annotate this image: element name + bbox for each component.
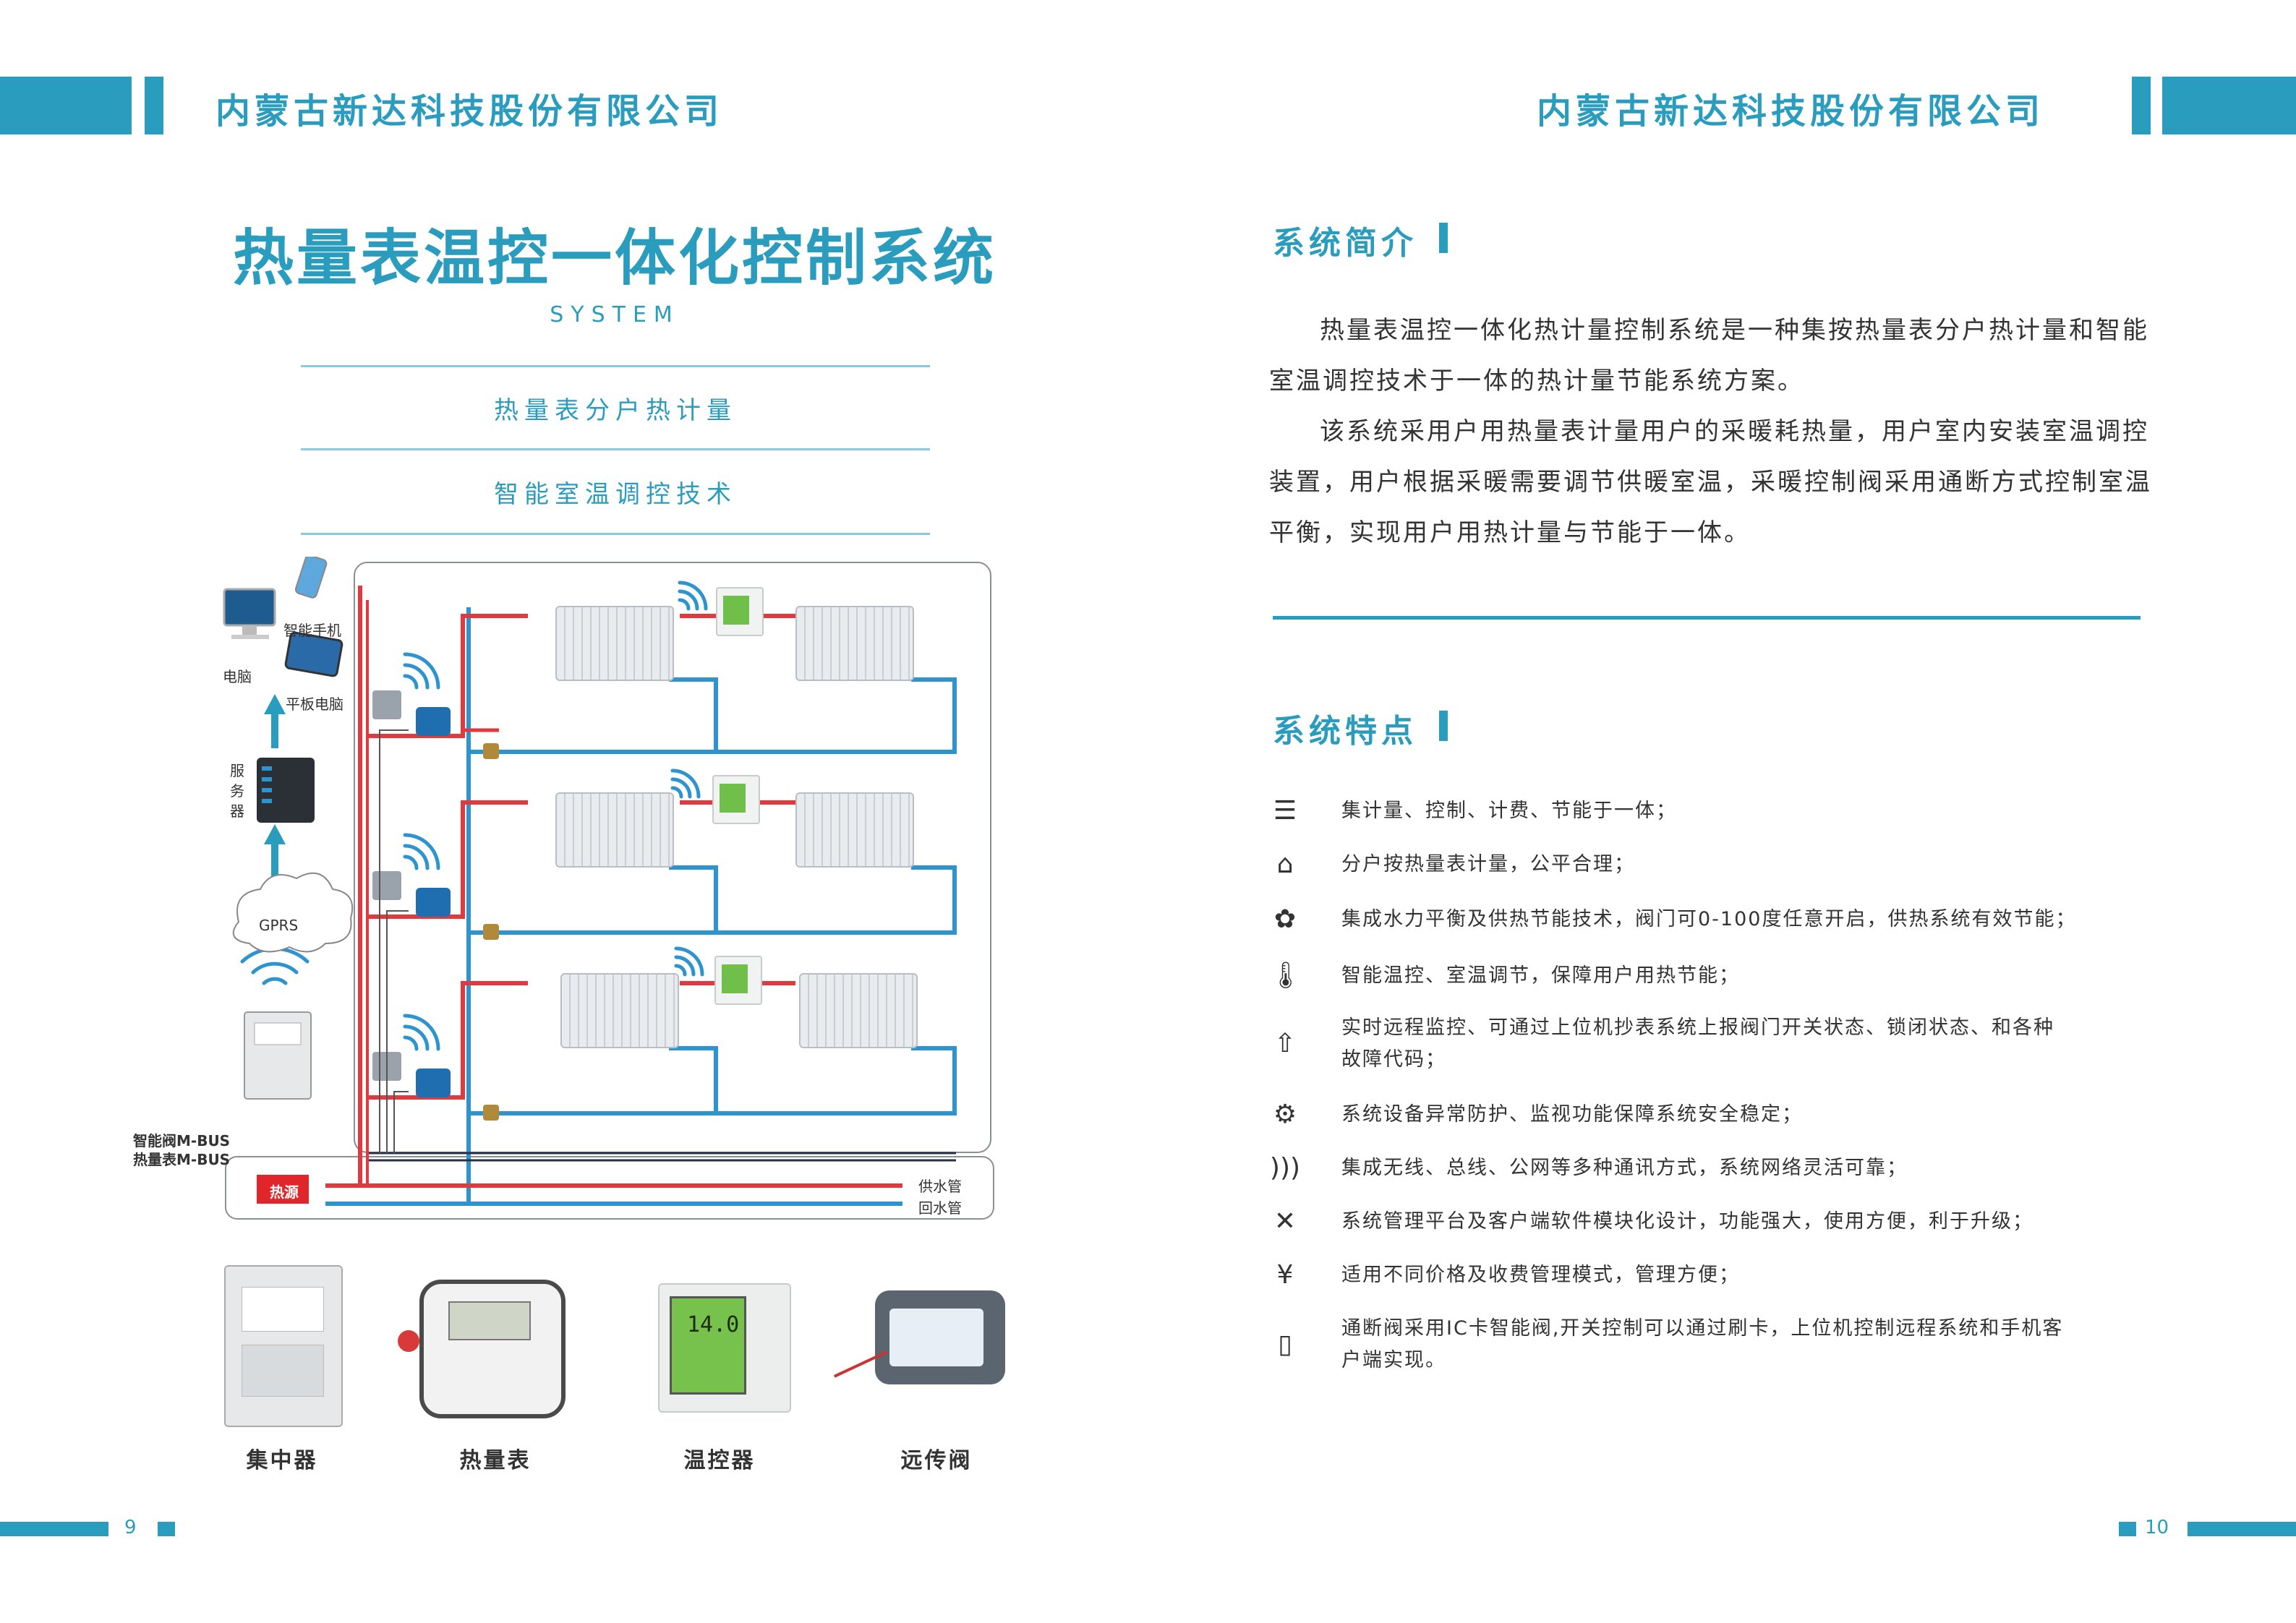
feature-text: 集计量、控制、计费、节能于一体； — [1341, 800, 1677, 822]
label-heat-source: 热源 — [270, 1183, 299, 1201]
footer-accent-right — [2119, 1522, 2136, 1536]
divider — [301, 533, 930, 535]
feature-text: 集成无线、总线、公网等多种通讯方式，系统网络灵活可靠； — [1341, 1157, 1908, 1179]
page-title: 热量表温控一体化控制系统 — [232, 223, 997, 294]
feature-text: 智能温控、室温调节，保障用户用热节能； — [1341, 964, 1740, 987]
product-label-remote-valve: 远传阀 — [900, 1448, 973, 1473]
tag-temp-control: 智能室温调控技术 — [494, 480, 737, 509]
radiator — [795, 606, 914, 681]
product-label-concentrator: 集中器 — [246, 1448, 318, 1473]
product-label-heat-meter: 热量表 — [459, 1448, 532, 1473]
section-divider — [1273, 616, 2141, 620]
upload-icon: ⇧ — [1273, 1029, 1297, 1058]
mobile-icon: ▯ — [1278, 1329, 1292, 1359]
product-thermostat: 14.0 — [658, 1283, 791, 1413]
radiator — [799, 973, 918, 1048]
feature-text: 集成水力平衡及供热节能技术，阀门可0-100度任意开启，供热系统有效节能； — [1341, 908, 2077, 930]
radiator — [555, 606, 674, 681]
product-concentrator — [224, 1265, 343, 1427]
product-heat-meter — [398, 1280, 571, 1418]
feature-text: 通断阀采用IC卡智能阀,开关控制可以通过刷卡，上位机控制远程系统和手机客户端实现… — [1341, 1317, 2064, 1371]
footer-accent-left — [158, 1522, 175, 1536]
gears-icon: ⚙ — [1273, 1100, 1297, 1129]
label-return-pipe: 回水管 — [918, 1199, 962, 1217]
feature-text: 实时远程监控、可通过上位机抄表系统上报阀门开关状态、锁闭状态、和各种故障代码； — [1341, 1016, 2054, 1071]
page-number-right: 10 — [2145, 1517, 2169, 1538]
money-icon: ¥ — [1276, 1260, 1294, 1290]
intro-paragraph-1: 热量表温控一体化热计量控制系统是一种集按热量表分户热计量和智能室温调控技术于一体… — [1269, 316, 2149, 395]
intro-paragraph-2: 该系统采用户用热量表计量用户的采暖耗热量，用户室内安装室温调控装置，用户根据采暖… — [1269, 417, 2152, 547]
label-valve-bus: 智能阀M-BUS — [133, 1132, 231, 1149]
header-bar-left — [0, 77, 132, 134]
header-bar-right-accent — [2132, 77, 2151, 134]
features-title-bar — [1439, 711, 1448, 741]
system-diagram: 智能手机 电脑 平板电脑 服务器 GPRS 智能阀M-BUS 热量表M-BUS … — [123, 554, 1020, 1236]
label-gprs: GPRS — [259, 917, 299, 934]
page-number-left: 9 — [124, 1517, 137, 1538]
product-label-thermostat: 温控器 — [683, 1448, 756, 1473]
footer-bar-right — [2188, 1522, 2296, 1536]
label-tablet: 平板电脑 — [286, 695, 343, 713]
rss-icon: ))) — [1269, 1153, 1301, 1183]
thermometer-icon: 🌡 — [1269, 961, 1302, 990]
tag-heat-metering: 热量表分户热计量 — [494, 396, 737, 425]
feature-text: 适用不同价格及收费管理模式，管理方便； — [1341, 1264, 1740, 1286]
page-subtitle: SYSTEM — [550, 302, 680, 327]
header-bar-right — [2162, 77, 2296, 134]
tools-icon: ✕ — [1273, 1207, 1297, 1236]
label-supply-pipe: 供水管 — [918, 1178, 962, 1195]
divider — [301, 365, 930, 367]
feature-text: 系统管理平台及客户端软件模块化设计，功能强大，使用方便，利于升级； — [1341, 1210, 2033, 1233]
home-icon: ⌂ — [1276, 849, 1294, 879]
divider — [301, 448, 930, 450]
label-phone: 智能手机 — [283, 622, 341, 639]
flower-icon: ✿ — [1273, 904, 1297, 934]
thermostat-reading: 14.0 — [687, 1312, 740, 1337]
header-bar-left-accent — [145, 77, 163, 134]
company-name-right: 内蒙古新达科技股份有限公司 — [1537, 91, 2045, 132]
list-icon: ☰ — [1273, 796, 1297, 826]
product-remote-valve — [832, 1283, 1020, 1413]
footer-bar-left — [0, 1522, 108, 1536]
thermostat — [712, 775, 760, 824]
feature-text: 分户按热量表计量，公平合理； — [1341, 853, 1635, 875]
radiator — [560, 973, 679, 1048]
thermostat — [716, 587, 764, 636]
label-pc: 电脑 — [223, 668, 252, 685]
label-server: 服务器 — [230, 762, 244, 820]
features-title: 系统特点 — [1273, 713, 1417, 750]
feature-text: 系统设备异常防护、监视功能保障系统安全稳定； — [1341, 1103, 1803, 1126]
intro-title-bar — [1439, 223, 1448, 253]
thermostat — [714, 956, 762, 1005]
radiator — [795, 792, 914, 868]
intro-title: 系统简介 — [1273, 225, 1417, 262]
label-meter-bus: 热量表M-BUS — [133, 1151, 231, 1168]
radiator — [555, 792, 674, 868]
company-name-left: 内蒙古新达科技股份有限公司 — [215, 91, 724, 132]
